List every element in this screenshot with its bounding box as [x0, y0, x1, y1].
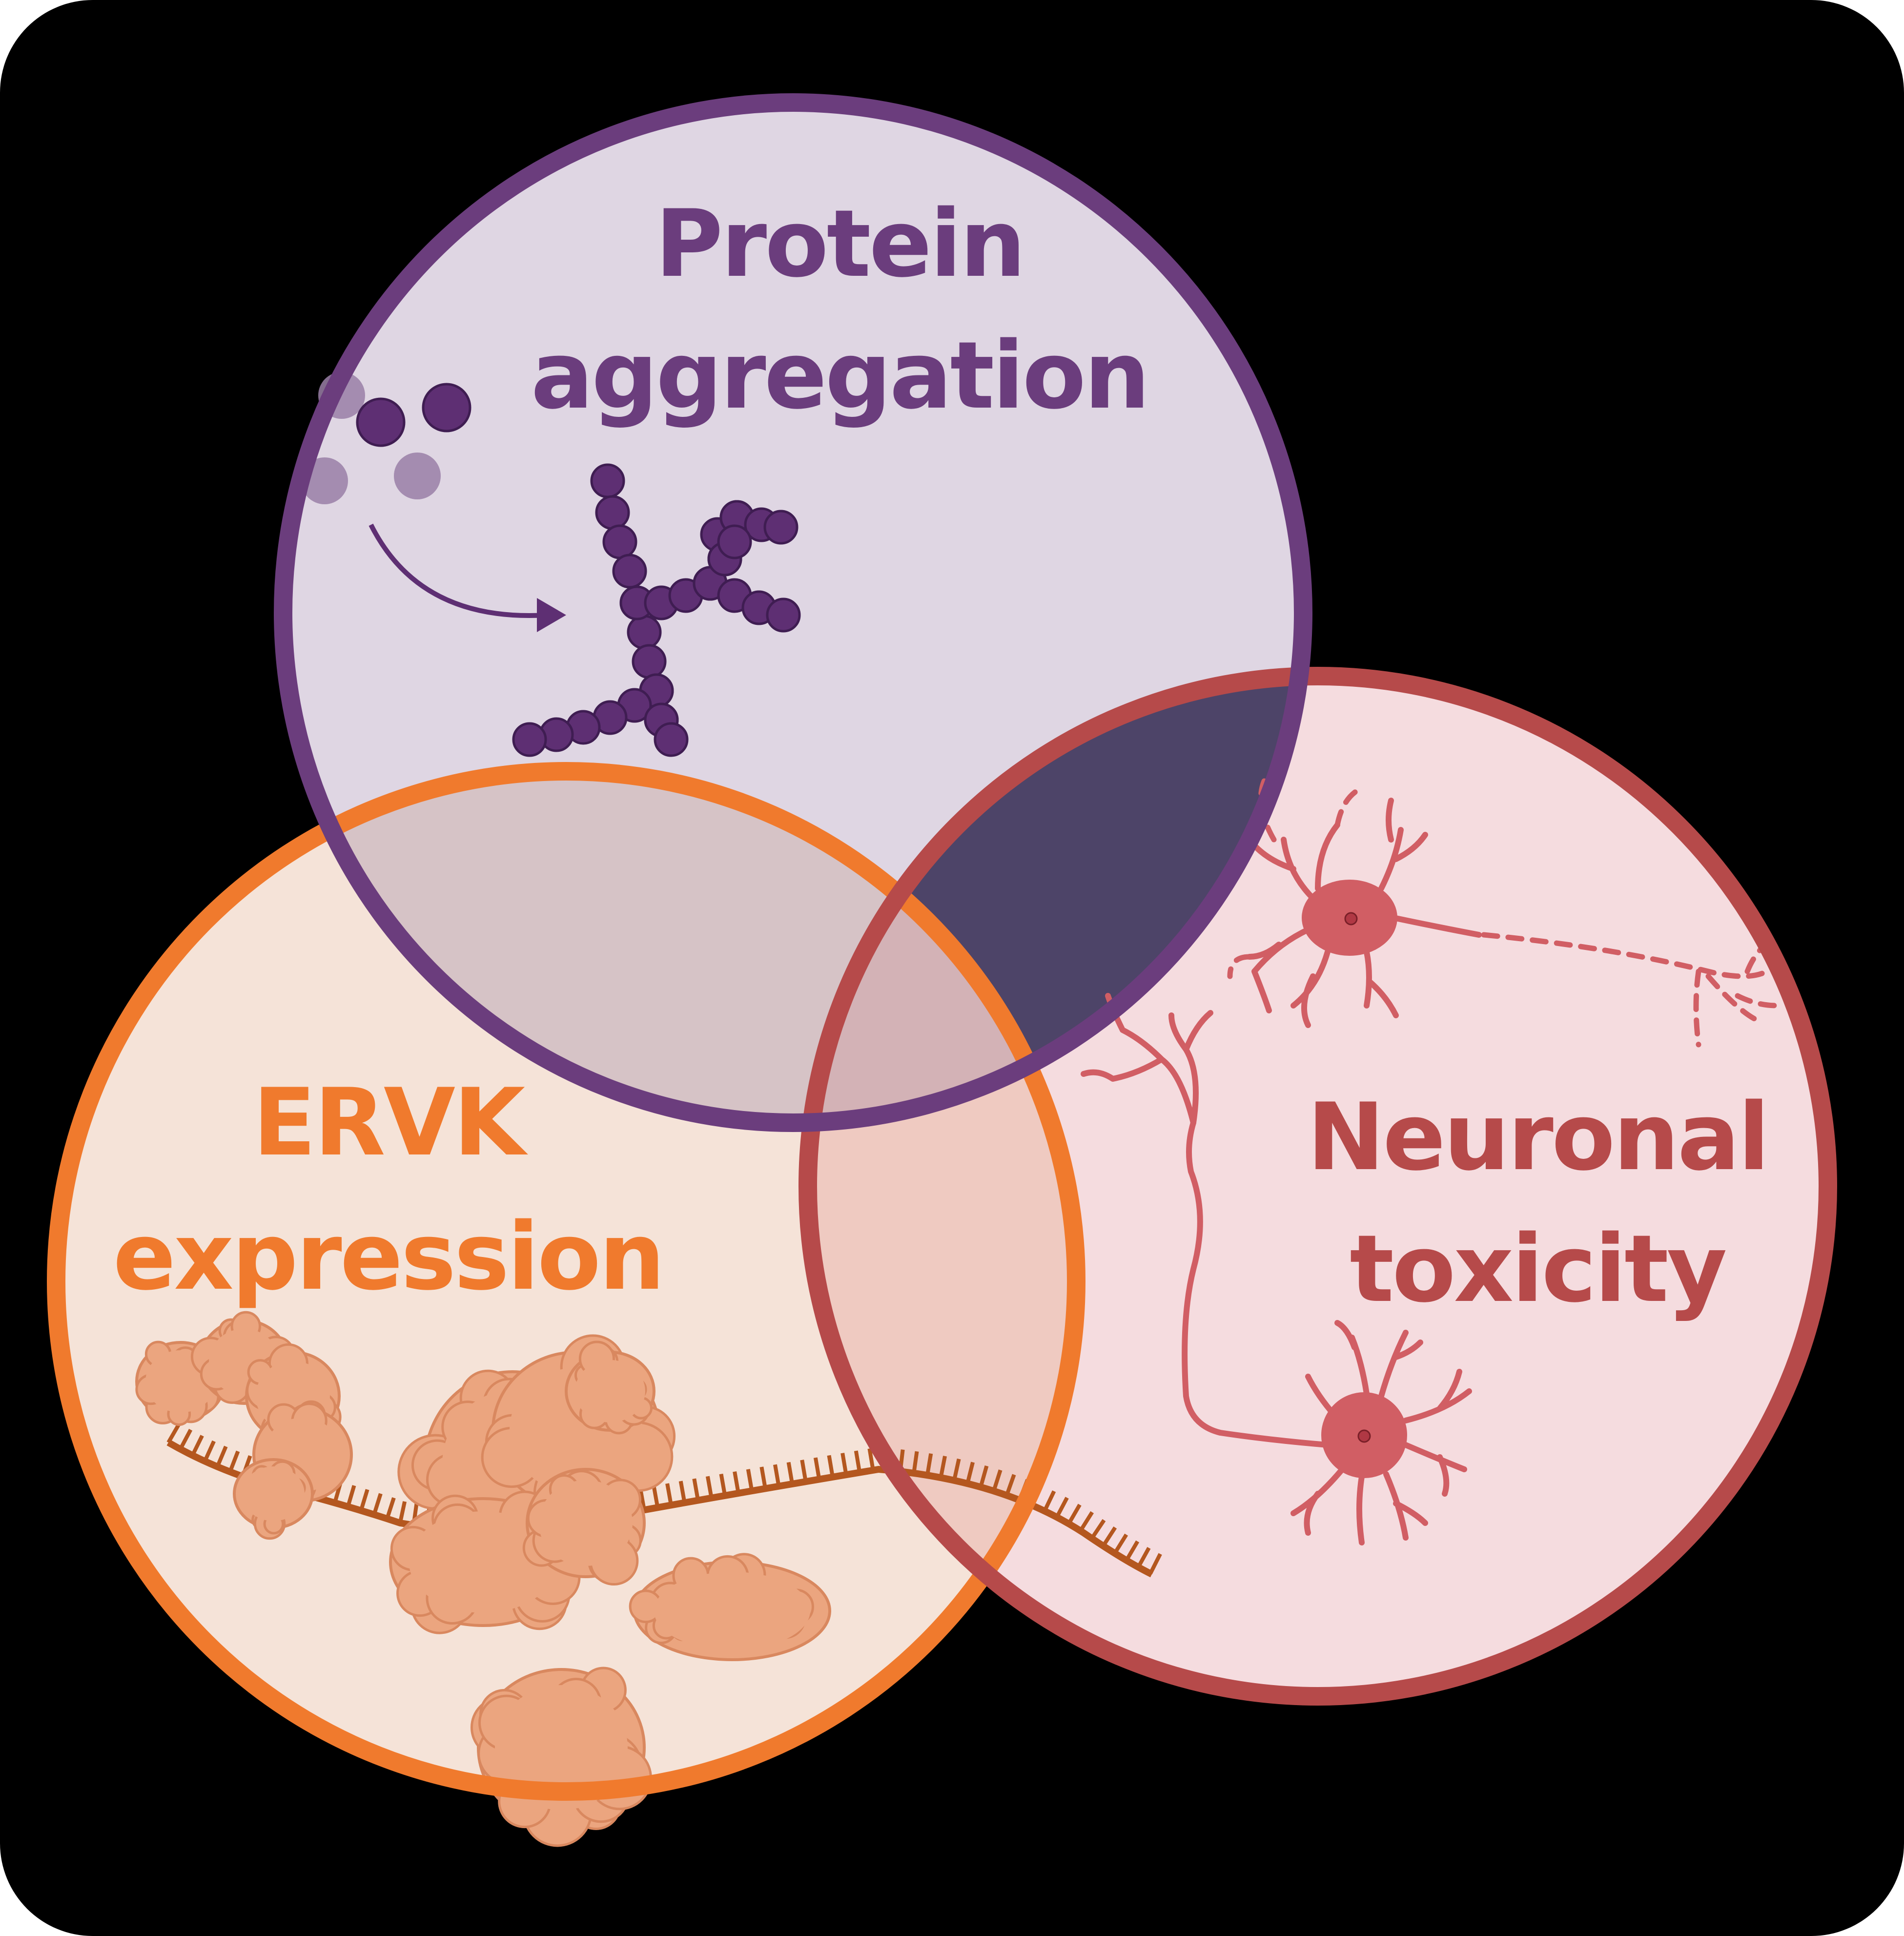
rna-base-tick	[813, 1457, 821, 1480]
rna-base-tick	[773, 1464, 781, 1487]
rna-base-tick	[992, 1469, 1003, 1492]
rna-base-tick	[1004, 1474, 1016, 1496]
rna-base-tick	[1043, 1490, 1056, 1512]
rna-base-tick	[827, 1455, 835, 1478]
ervk-label: ERVK expression	[113, 1069, 665, 1311]
rna-base-tick	[692, 1478, 700, 1501]
rna-base-tick	[759, 1466, 767, 1489]
rna-base-tick	[1113, 1533, 1128, 1555]
rna-base-tick	[800, 1460, 808, 1482]
rna-base-tick	[912, 1451, 919, 1474]
protein-aggregation-icon	[301, 372, 801, 757]
rna-base-tick	[359, 1489, 369, 1511]
rna-base-tick	[385, 1497, 396, 1520]
overlap-protein-neuronal	[808, 676, 1303, 1123]
neuronal-label-line1: Neuronal	[1307, 1083, 1768, 1191]
ervk-circle-outline	[47, 762, 1085, 1801]
aggregate-bead	[627, 615, 662, 650]
rna-base-tick	[733, 1471, 740, 1494]
aggregate-bead	[763, 510, 798, 545]
rna-base-tick	[228, 1450, 240, 1473]
aggregate-bead	[512, 722, 547, 757]
aggregate-bead	[632, 644, 667, 679]
rna-base-tick	[854, 1450, 862, 1473]
protein-label: Protein aggregation	[531, 190, 1150, 430]
protein-blob	[522, 1468, 646, 1586]
rna-base-tick	[178, 1429, 193, 1450]
aggregate-bead	[612, 554, 647, 589]
rna-base-tick	[678, 1481, 687, 1503]
protein-label-line1: Protein	[655, 190, 1024, 298]
rna-base-tick	[1125, 1540, 1140, 1562]
aggregate-bead	[766, 597, 801, 633]
rna-base-tick	[1101, 1526, 1117, 1547]
rna-base-tick	[665, 1483, 673, 1506]
rna-base-tick	[705, 1476, 714, 1499]
protein-label-line2: aggregation	[531, 322, 1148, 430]
ervk-label-line1: ERVK	[253, 1069, 528, 1176]
rna-base-tick	[1148, 1553, 1162, 1575]
rna-base-tick	[1136, 1547, 1151, 1568]
rna-base-tick	[638, 1488, 646, 1510]
rna-base-tick	[979, 1465, 989, 1488]
protein-circle-outline	[274, 93, 1312, 1132]
rna-base-tick	[867, 1448, 875, 1471]
rna-base-tick	[786, 1462, 795, 1484]
rna-base-tick	[965, 1462, 975, 1484]
aggregate-bead	[654, 722, 689, 757]
rna-base-tick	[1090, 1519, 1106, 1540]
rna-base-tick	[925, 1453, 933, 1476]
rna-base-tick	[1055, 1497, 1069, 1518]
rna-base-tick	[840, 1453, 848, 1475]
rna-base-tick	[166, 1422, 181, 1443]
rna-base-tick	[952, 1458, 961, 1481]
rna-base-tick	[1079, 1511, 1094, 1532]
aggregate-bead	[717, 524, 752, 559]
protein-blob	[233, 1458, 314, 1540]
ervk-label-line2: expression	[113, 1203, 663, 1311]
protein-blob	[629, 1553, 831, 1661]
rna-base-tick	[372, 1493, 383, 1515]
neuronal-label-line2: toxicity	[1350, 1215, 1726, 1323]
aggregate-bead	[602, 524, 637, 559]
protein-blob	[565, 1340, 655, 1435]
rna-base-tick	[398, 1501, 407, 1524]
rna-base-tick	[719, 1473, 727, 1496]
aggregate-bead	[590, 463, 625, 498]
rna-base-tick	[1067, 1503, 1082, 1525]
rna-base-tick	[346, 1485, 356, 1507]
neuron-icon	[1081, 778, 1780, 1545]
rna-base-tick	[939, 1456, 947, 1478]
rna-base-tick	[215, 1445, 228, 1468]
neuronal-label: Neuronal toxicity	[1307, 1083, 1770, 1323]
rna-base-tick	[190, 1435, 204, 1457]
aggregate-bead	[595, 495, 630, 530]
neuronal-circle-outline	[798, 667, 1837, 1706]
rna-base-tick	[652, 1485, 660, 1508]
rna-base-tick	[203, 1440, 216, 1462]
rna-base-tick	[746, 1469, 754, 1491]
